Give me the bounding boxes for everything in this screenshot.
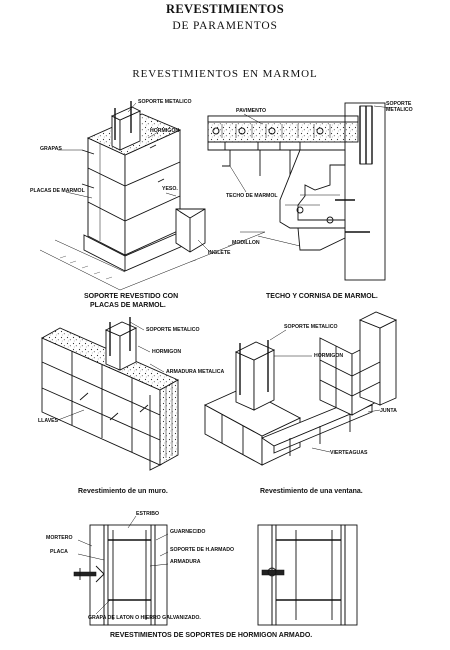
fig2-label-pavimento: PAVIMENTO	[236, 108, 266, 114]
section-title: REVESTIMIENTOS EN MARMOL	[132, 68, 318, 80]
fig5-label-armadura: ARMADURA	[170, 559, 201, 565]
fig2-label-techo: TECHO DE MARMOL	[226, 193, 278, 199]
fig3-label-armadura: ARMADURA METALICA	[166, 369, 225, 375]
fig5-section-right	[257, 524, 358, 626]
fig1-label-soporte: SOPORTE METALICO	[138, 99, 192, 105]
fig1-column-drawing	[39, 101, 266, 291]
fig4-window-drawing	[203, 311, 398, 466]
fig4-label-hormigon: HORMIGON	[314, 353, 344, 359]
fig5-label-guarnecido: GUARNECIDO	[170, 529, 206, 535]
fig5-label-grapa: GRAPA DE LATON O HIERRO GALVANIZADO.	[88, 615, 201, 621]
fig1-caption-line2: PLACAS DE MARMOL.	[90, 302, 166, 309]
fig5-section-left	[73, 515, 169, 626]
fig1-caption-line1: SOPORTE REVESTIDO CON	[84, 293, 179, 300]
fig5-label-placa: PLACA	[50, 549, 68, 555]
fig3-label-llaves: LLAVES	[38, 418, 59, 424]
fig5-label-estribo: ESTRIBO	[136, 511, 160, 517]
fig1-label-hormigon: HORMIGON	[150, 128, 180, 134]
fig4-caption: Revestimiento de una ventana.	[260, 488, 363, 495]
fig5-caption: REVESTIMIENTOS DE SOPORTES DE HORMIGON A…	[110, 632, 313, 639]
fig1-label-placas: PLACAS DE MARMOL	[30, 188, 85, 194]
fig5-label-soporte: SOPORTE DE H.ARMADO	[170, 547, 234, 553]
fig4-label-soporte: SOPORTE METALICO	[284, 324, 338, 330]
fig2-label-modillon: MODILLON	[232, 240, 260, 246]
fig3-wall-drawing	[40, 317, 180, 471]
fig2-cornice-drawing	[207, 102, 393, 281]
fig2-label-soporte: SOPORTE METALICO	[386, 101, 413, 113]
page-title: REVESTIMIENTOS	[166, 2, 284, 16]
fig1-label-grapas: GRAPAS	[40, 146, 62, 152]
fig2-caption: TECHO Y CORNISA DE MARMOL.	[266, 293, 378, 300]
fig1-label-yeso: YESO.	[162, 186, 178, 192]
page-subtitle: DE PARAMENTOS	[172, 20, 278, 32]
fig3-label-soporte: SOPORTE METALICO	[146, 327, 200, 333]
fig4-label-junta: JUNTA	[380, 408, 397, 414]
fig3-caption: Revestimiento de un muro.	[78, 488, 168, 495]
fig4-label-vierteaguas: VIERTEAGUAS	[330, 450, 368, 456]
fig5-label-mortero: MORTERO	[46, 535, 73, 541]
fig3-label-hormigon: HORMIGON	[152, 349, 182, 355]
fig1-label-inglete: INGLETE	[208, 250, 231, 256]
